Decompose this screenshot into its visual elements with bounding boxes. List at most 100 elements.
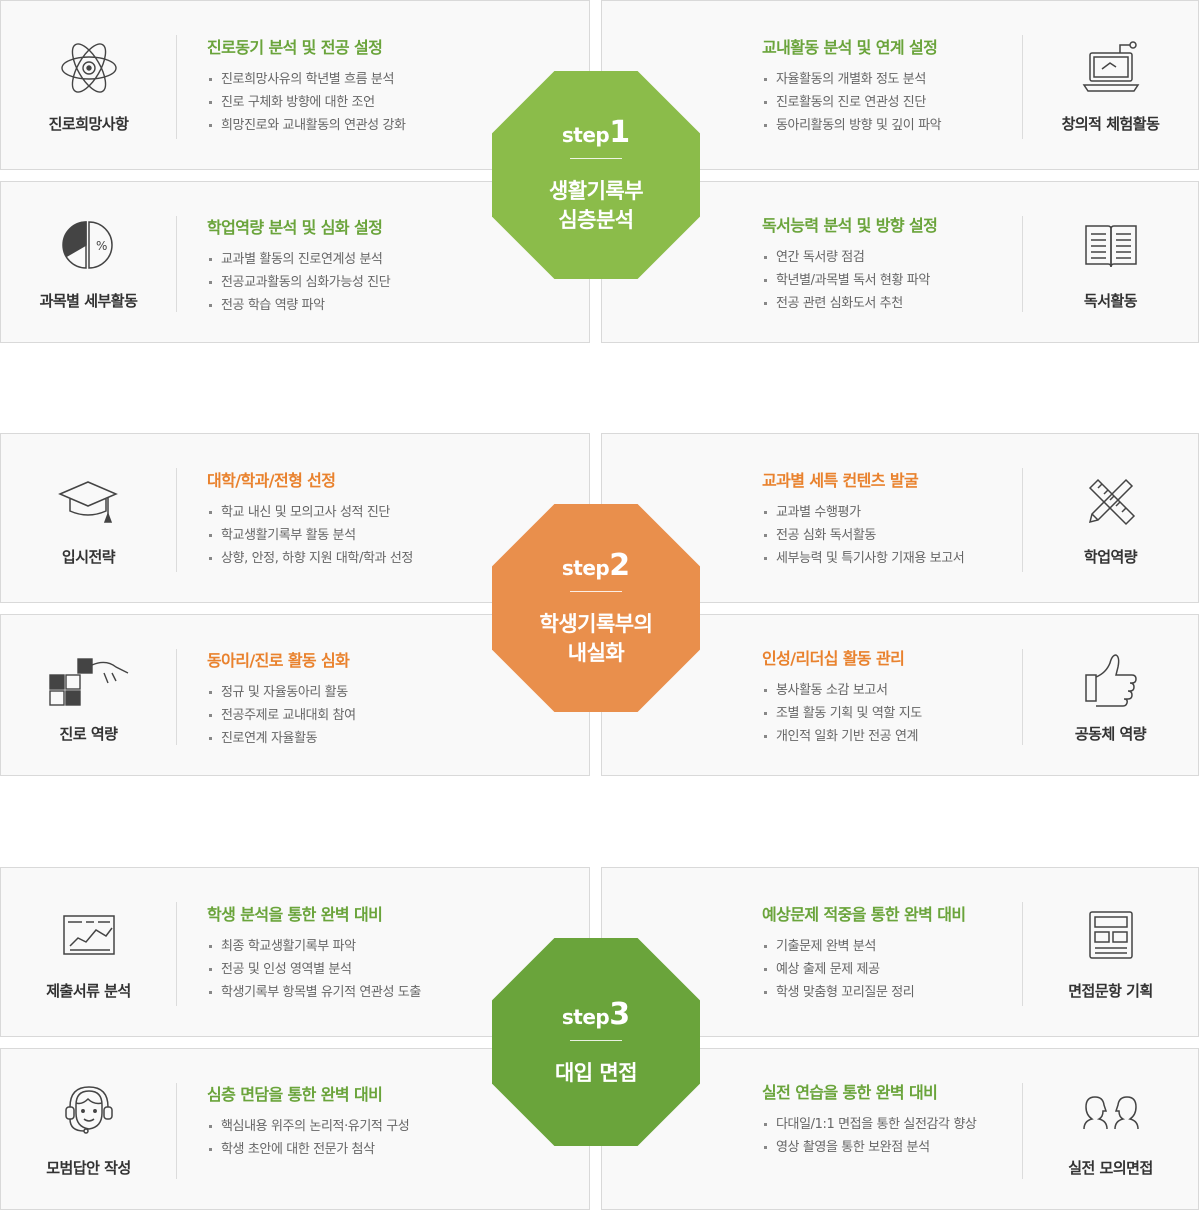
divider xyxy=(1022,1083,1023,1179)
list-item: 교과별 활동의 진로연계성 분석 xyxy=(207,248,390,271)
divider xyxy=(176,216,177,312)
card-list: 기출문제 완벽 분석 예상 출제 문제 제공 학생 맞춤형 꼬리질문 정리 xyxy=(762,935,965,1004)
divider xyxy=(176,1083,177,1179)
card-list: 연간 독서량 점검 학년별/과목별 독서 현황 파악 전공 관련 심화도서 추천 xyxy=(762,246,937,315)
divider xyxy=(1022,468,1023,572)
card-icon-label: 창의적 체험활동 xyxy=(1061,114,1160,133)
list-item: 진로연계 자율활동 xyxy=(207,727,356,750)
card-icon-label: 학업역량 xyxy=(1083,547,1138,566)
card-list: 학교 내신 및 모의고사 성적 진단 학교생활기록부 활동 분석 상향, 안정,… xyxy=(207,501,413,570)
step-heading: step3 xyxy=(562,997,630,1032)
list-item: 전공 학습 역량 파악 xyxy=(207,294,390,317)
card-content: 학업역량 분석 및 심화 설정 교과별 활동의 진로연계성 분석 전공교과활동의… xyxy=(207,214,391,317)
thumbs-up-icon xyxy=(1084,653,1137,707)
step-word: step xyxy=(561,123,610,147)
list-item: 학교 내신 및 모의고사 성적 진단 xyxy=(207,501,413,524)
step-text-line: 대입 면접 xyxy=(554,1060,638,1085)
card-icon-area: 실전 모의면접 xyxy=(1023,1049,1198,1209)
card-interview-questions: 면접문항 기획 예상문제 적중을 통한 완벽 대비 기출문제 완벽 분석 예상 … xyxy=(601,867,1199,1037)
card-list: 교과별 활동의 진로연계성 분석 전공교과활동의 심화가능성 진단 전공 학습 … xyxy=(207,248,391,317)
card-content: 동아리/진로 활동 심화 정규 및 자율동아리 활동 전공주제로 교내대회 참여… xyxy=(207,647,356,750)
card-career-hope: 진로희망사항 진로동기 분석 및 전공 설정 진로희망사유의 학년별 흐름 분석… xyxy=(0,0,590,170)
pencil-ruler-icon xyxy=(1088,478,1135,525)
card-icon-label: 실전 모의면접 xyxy=(1068,1158,1153,1177)
step-text-line: 내실화 xyxy=(567,641,625,665)
card-list: 다대일/1:1 면접을 통한 실전감각 향상 영상 촬영을 통한 보완점 분석 xyxy=(762,1113,977,1159)
card-icon-label: 면접문항 기획 xyxy=(1068,981,1153,1000)
puzzle-hand-icon xyxy=(48,657,128,706)
card-reading-activity: 독서활동 독서능력 분석 및 방향 설정 연간 독서량 점검 학년별/과목별 독… xyxy=(601,181,1199,343)
list-item: 자율활동의 개별화 정도 분석 xyxy=(762,68,941,91)
list-item: 희망진로와 교내활동의 연관성 강화 xyxy=(207,114,406,137)
list-item: 기출문제 완벽 분석 xyxy=(762,935,965,958)
step3-badge: step3 대입 면접 xyxy=(492,938,700,1146)
list-item: 진로 구체화 방향에 대한 조언 xyxy=(207,91,406,114)
step2-badge: step2 학생기록부의 내실화 xyxy=(492,504,700,712)
graduation-cap-icon xyxy=(57,480,118,523)
card-title: 인성/리더십 활동 관리 xyxy=(762,649,905,668)
list-item: 연간 독서량 점검 xyxy=(762,246,937,269)
step-heading: step1 xyxy=(562,115,630,150)
step-text: 생활기록부 심층분석 xyxy=(548,177,644,235)
step-text-line: 생활기록부 xyxy=(548,179,644,203)
list-item: 학생기록부 항목별 유기적 연관성 도출 xyxy=(207,981,421,1004)
headset-person-icon xyxy=(64,1085,113,1134)
card-content: 학생 분석을 통한 완벽 대비 최종 학교생활기록부 파악 전공 및 인성 영역… xyxy=(207,901,421,1004)
card-title: 대학/학과/전형 선정 xyxy=(207,471,336,490)
divider xyxy=(1022,649,1023,745)
card-icon-label: 진로 역량 xyxy=(59,724,118,743)
list-item: 최종 학교생활기록부 파악 xyxy=(207,935,421,958)
card-admission-strategy: 입시전략 대학/학과/전형 선정 학교 내신 및 모의고사 성적 진단 학교생활… xyxy=(0,433,590,603)
laptop-icon xyxy=(1082,40,1139,92)
step1-badge: step1 생활기록부 심층분석 xyxy=(492,71,700,279)
card-content: 진로동기 분석 및 전공 설정 진로희망사유의 학년별 흐름 분석 진로 구체화… xyxy=(207,34,406,137)
card-icon-area: 학업역량 xyxy=(1023,434,1198,602)
divider xyxy=(176,35,177,139)
card-icon-area: 진로희망사항 xyxy=(1,1,176,169)
list-item: 정규 및 자율동아리 활동 xyxy=(207,681,356,704)
list-item: 상향, 안정, 하향 지원 대학/학과 선정 xyxy=(207,547,413,570)
card-icon-label: 과목별 세부활동 xyxy=(39,291,138,310)
card-content: 심층 면담을 통한 완벽 대비 핵심내용 위주의 논리적·유기적 구성 학생 초… xyxy=(207,1081,410,1161)
card-icon-area: 독서활동 xyxy=(1023,182,1198,342)
card-content: 대학/학과/전형 선정 학교 내신 및 모의고사 성적 진단 학교생활기록부 활… xyxy=(207,467,413,570)
divider xyxy=(1022,216,1023,312)
card-document-analysis: 제출서류 분석 학생 분석을 통한 완벽 대비 최종 학교생활기록부 파악 전공… xyxy=(0,867,590,1037)
step-rule xyxy=(570,158,622,159)
card-content: 예상문제 적중을 통한 완벽 대비 기출문제 완벽 분석 예상 출제 문제 제공… xyxy=(762,901,966,1004)
card-academic-competency: 학업역량 교과별 세특 컨텐츠 발굴 교과별 수행평가 전공 심화 독서활동 세… xyxy=(601,433,1199,603)
two-people-icon xyxy=(1082,1095,1139,1129)
card-list: 교과별 수행평가 전공 심화 독서활동 세부능력 및 특기사항 기재용 보고서 xyxy=(762,501,965,570)
card-content: 실전 연습을 통한 완벽 대비 다대일/1:1 면접을 통한 실전감각 향상 영… xyxy=(762,1079,977,1159)
svg-text:%: % xyxy=(96,239,107,253)
step-word: step xyxy=(561,556,610,580)
step-number: 3 xyxy=(609,996,631,1032)
list-item: 조별 활동 기획 및 역할 지도 xyxy=(762,702,922,725)
card-icon-area: 면접문항 기획 xyxy=(1023,868,1198,1036)
card-mock-interview: 실전 모의면접 실전 연습을 통한 완벽 대비 다대일/1:1 면접을 통한 실… xyxy=(601,1048,1199,1210)
divider xyxy=(176,468,177,572)
list-item: 예상 출제 문제 제공 xyxy=(762,958,965,981)
list-item: 전공주제로 교내대회 참여 xyxy=(207,704,356,727)
list-item: 세부능력 및 특기사항 기재용 보고서 xyxy=(762,547,965,570)
card-title: 동아리/진로 활동 심화 xyxy=(207,651,350,670)
card-icon-area: 입시전략 xyxy=(1,434,176,602)
card-title: 교내활동 분석 및 연계 설정 xyxy=(762,38,938,57)
list-item: 전공 심화 독서활동 xyxy=(762,524,964,547)
card-title: 학업역량 분석 및 심화 설정 xyxy=(207,218,383,237)
list-item: 전공 관련 심화도서 추천 xyxy=(762,292,937,315)
card-icon-area: 진로 역량 xyxy=(1,615,176,775)
card-icon-label: 제출서류 분석 xyxy=(46,981,131,1000)
card-title: 교과별 세특 컨텐츠 발굴 xyxy=(762,471,919,490)
card-icon-label: 공동체 역량 xyxy=(1074,724,1147,743)
list-item: 핵심내용 위주의 논리적·유기적 구성 xyxy=(207,1115,410,1138)
list-item: 학생 초안에 대한 전문가 첨삭 xyxy=(207,1138,409,1161)
step-heading: step2 xyxy=(562,548,630,583)
list-item: 진로활동의 진로 연관성 진단 xyxy=(762,91,941,114)
card-list: 정규 및 자율동아리 활동 전공주제로 교내대회 참여 진로연계 자율활동 xyxy=(207,681,356,750)
list-item: 봉사활동 소감 보고서 xyxy=(762,679,922,702)
card-creative-activity: 창의적 체험활동 교내활동 분석 및 연계 설정 자율활동의 개별화 정도 분석… xyxy=(601,0,1199,170)
card-title: 진로동기 분석 및 전공 설정 xyxy=(207,38,383,57)
card-content: 교과별 세특 컨텐츠 발굴 교과별 수행평가 전공 심화 독서활동 세부능력 및… xyxy=(762,467,965,570)
list-item: 학교생활기록부 활동 분석 xyxy=(207,524,413,547)
